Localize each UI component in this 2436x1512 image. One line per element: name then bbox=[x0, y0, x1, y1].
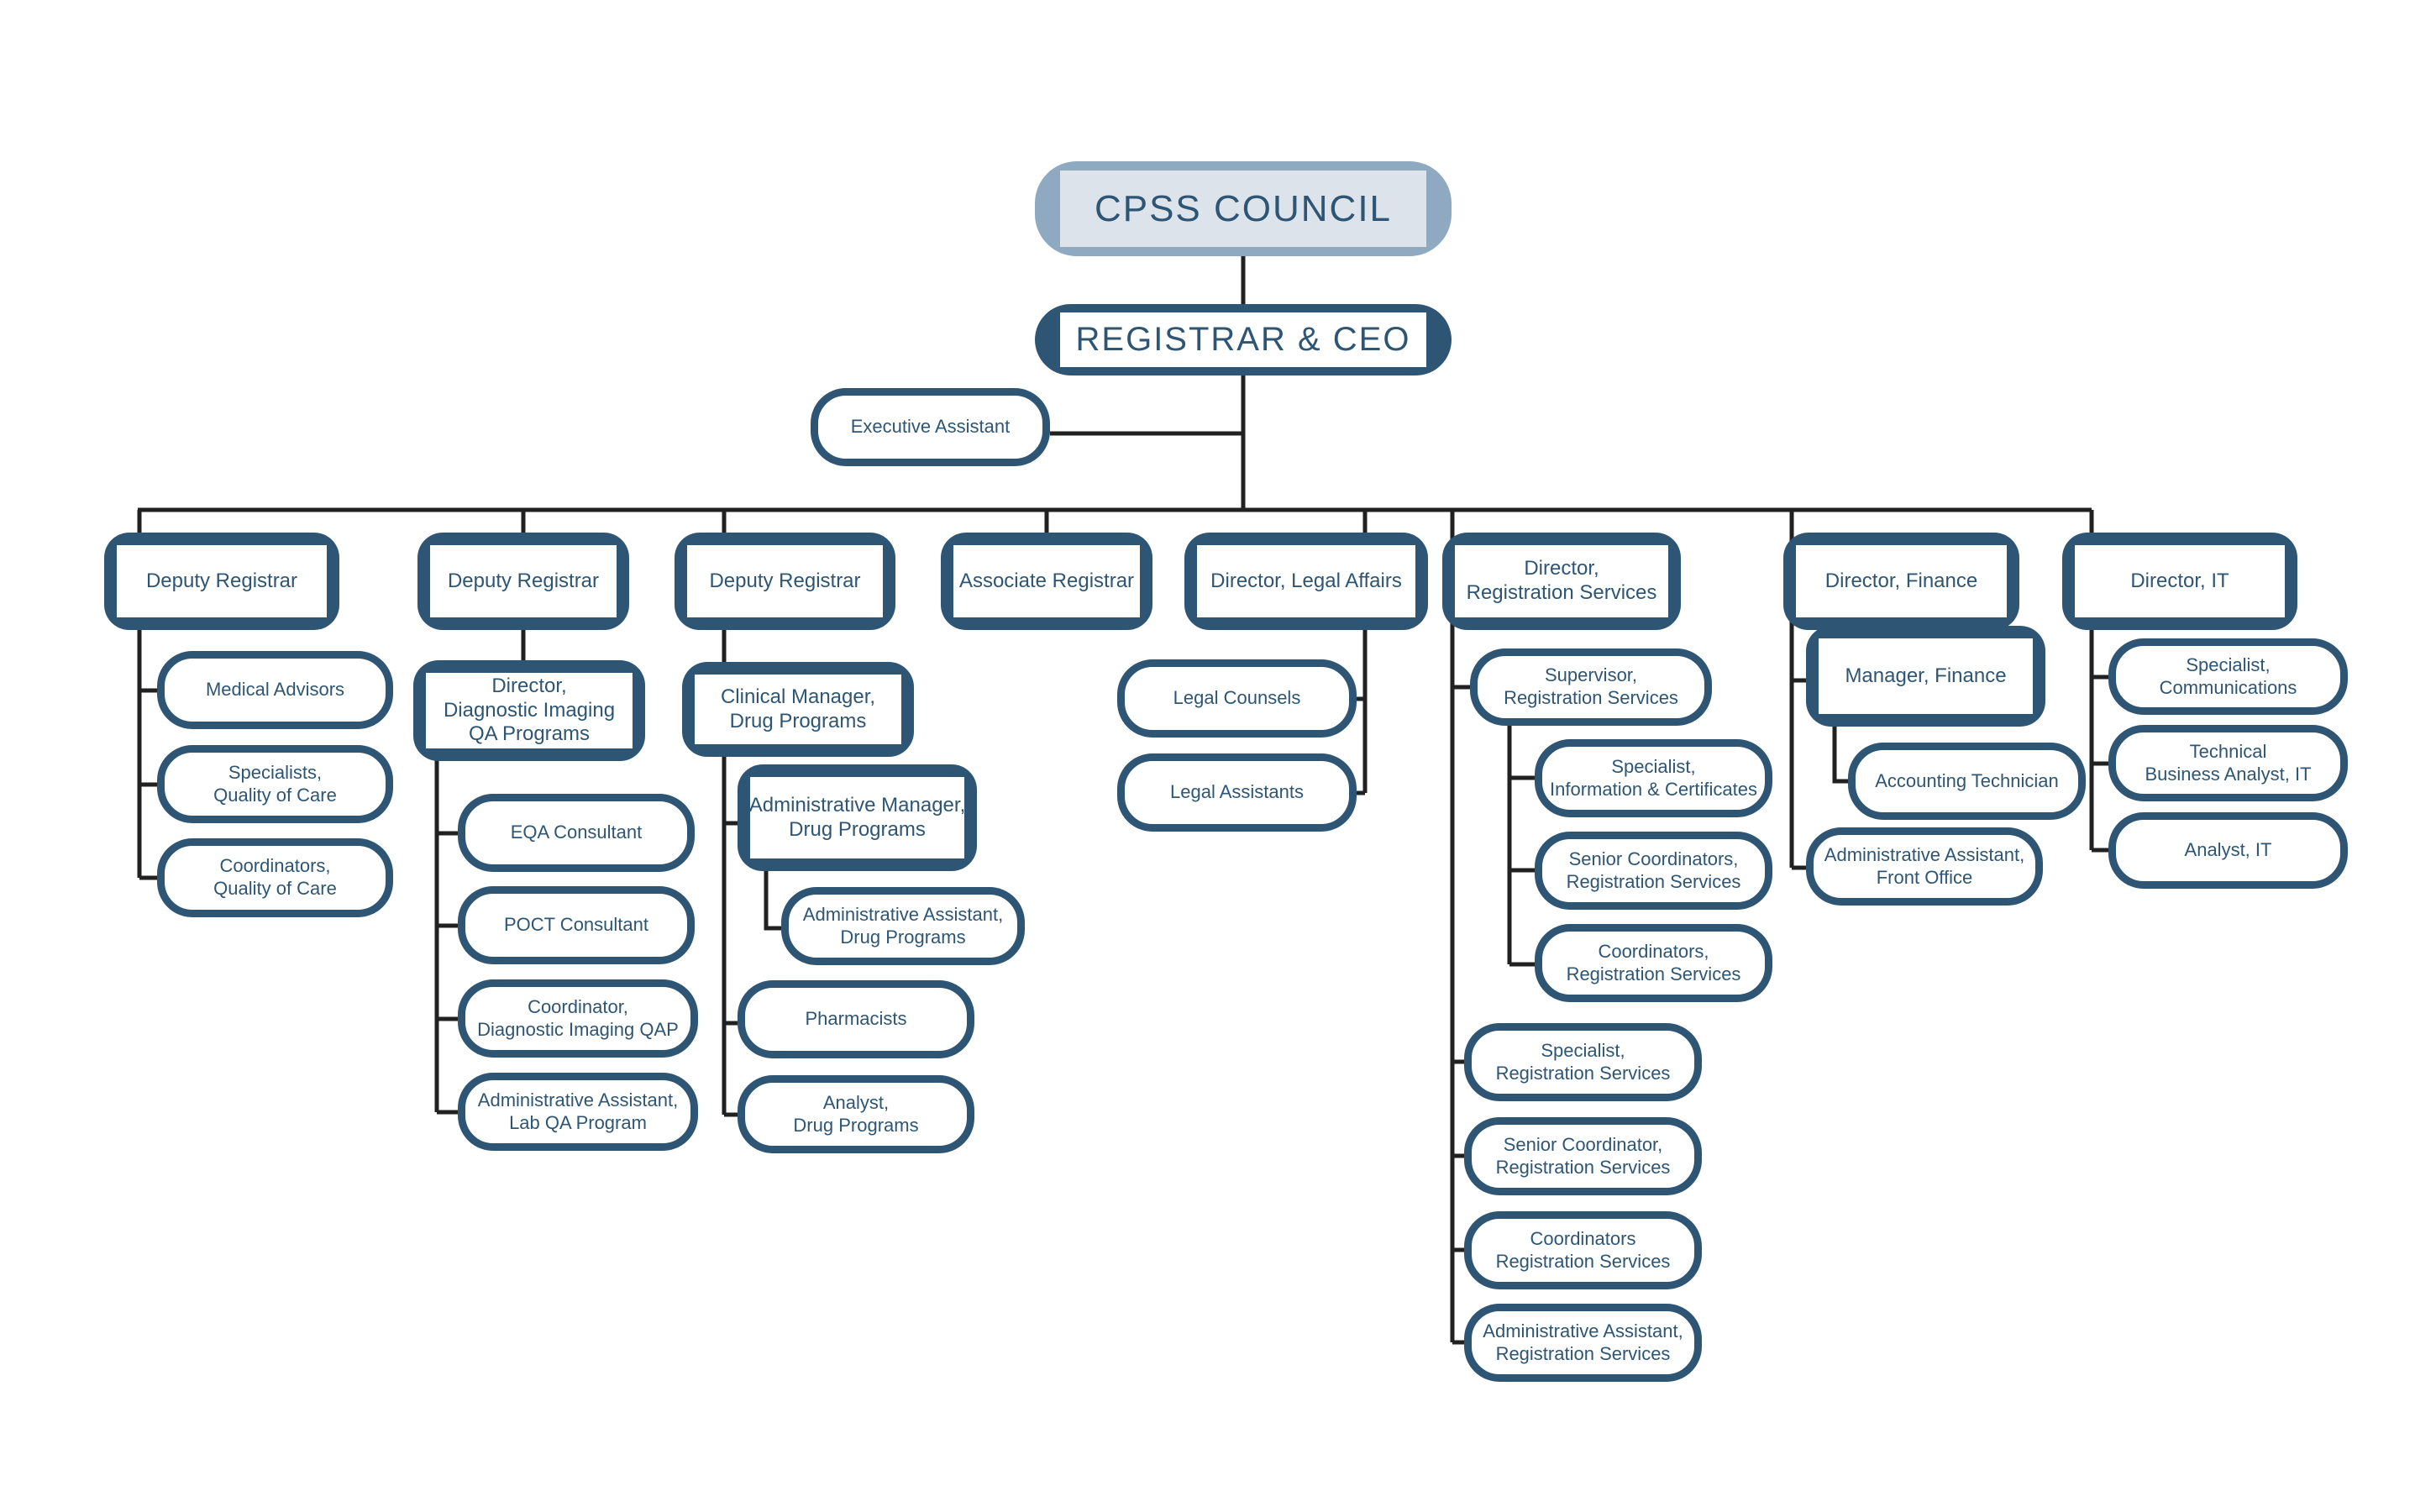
node-pharmacists: Pharmacists bbox=[738, 980, 974, 1058]
node-panel: Deputy Registrar bbox=[687, 545, 883, 617]
node-label: Analyst, IT bbox=[2184, 839, 2272, 861]
node-manager-finance: Manager, Finance bbox=[1806, 626, 2045, 727]
node-label: Analyst, Drug Programs bbox=[793, 1091, 919, 1136]
node-label: Legal Assistants bbox=[1170, 781, 1304, 803]
node-panel: Deputy Registrar bbox=[430, 545, 617, 617]
node-specialist-communications: Specialist, Communications bbox=[2108, 638, 2348, 715]
node-label: Specialist, Information & Certificates bbox=[1550, 755, 1757, 800]
node-label: Administrative Assistant, Registration S… bbox=[1483, 1320, 1683, 1364]
node-label: Director, Legal Affairs bbox=[1210, 569, 1402, 592]
node-coordinators-quality-of-care: Coordinators, Quality of Care bbox=[157, 838, 393, 917]
node-executive-assistant: Executive Assistant bbox=[811, 388, 1050, 466]
node-label: Director, Diagnostic Imaging QA Programs bbox=[443, 674, 616, 746]
node-specialist-registration-services: Specialist, Registration Services bbox=[1464, 1023, 1702, 1101]
node-administrative-manager-drug-programs: Administrative Manager, Drug Programs bbox=[738, 764, 977, 871]
node-panel: Clinical Manager, Drug Programs bbox=[695, 675, 901, 744]
node-admin-assistant-drug-programs: Administrative Assistant, Drug Programs bbox=[781, 887, 1025, 965]
node-label: Administrative Assistant, Front Office bbox=[1824, 843, 2025, 888]
node-label: Coordinators, Registration Services bbox=[1566, 940, 1741, 984]
node-supervisor-registration-services: Supervisor, Registration Services bbox=[1470, 648, 1712, 726]
node-panel: Deputy Registrar bbox=[117, 545, 327, 617]
connector-acct-tech bbox=[1832, 727, 1848, 784]
node-legal-assistants: Legal Assistants bbox=[1117, 753, 1357, 832]
node-panel: Associate Registrar bbox=[953, 545, 1140, 617]
node-analyst-drug-programs: Analyst, Drug Programs bbox=[738, 1075, 974, 1153]
node-label: Accounting Technician bbox=[1875, 769, 2059, 791]
node-label: Specialist, Registration Services bbox=[1495, 1039, 1671, 1084]
node-label: Associate Registrar bbox=[958, 569, 1135, 592]
node-label: CPSS COUNCIL bbox=[1094, 187, 1393, 229]
node-senior-coordinator-registration-services: Senior Coordinator, Registration Service… bbox=[1464, 1117, 1702, 1195]
node-admin-assistant-lab-qa: Administrative Assistant, Lab QA Program bbox=[458, 1073, 698, 1151]
node-deputy-registrar-2: Deputy Registrar bbox=[417, 533, 629, 630]
node-specialists-quality-of-care: Specialists, Quality of Care bbox=[157, 745, 393, 823]
node-specialist-information-certificates: Specialist, Information & Certificates bbox=[1535, 739, 1772, 817]
node-label: Specialist, Communications bbox=[2159, 654, 2297, 698]
node-cpss-council-panel: CPSS COUNCIL bbox=[1060, 171, 1426, 247]
node-deputy-registrar-3: Deputy Registrar bbox=[675, 533, 895, 630]
node-label: Specialists, Quality of Care bbox=[213, 761, 337, 806]
node-label: Director, Registration Services bbox=[1466, 557, 1657, 604]
node-associate-registrar: Associate Registrar bbox=[941, 533, 1152, 630]
node-label: Senior Coordinator, Registration Service… bbox=[1495, 1133, 1671, 1178]
node-label: Executive Assistant bbox=[850, 416, 1011, 438]
node-eqa-consultant: EQA Consultant bbox=[458, 794, 695, 872]
node-cpss-council: CPSS COUNCIL bbox=[1035, 161, 1452, 256]
node-senior-coordinators-registration-services: Senior Coordinators, Registration Servic… bbox=[1535, 832, 1772, 910]
node-panel: Administrative Manager, Drug Programs bbox=[748, 777, 966, 858]
node-panel: Director, Legal Affairs bbox=[1197, 545, 1415, 617]
node-coordinators-registration-services-1: Coordinators, Registration Services bbox=[1535, 924, 1772, 1002]
node-label: Legal Counsels bbox=[1173, 687, 1301, 709]
node-accounting-technician: Accounting Technician bbox=[1848, 743, 2086, 820]
connector-aa-drug bbox=[764, 871, 781, 931]
node-analyst-it: Analyst, IT bbox=[2108, 812, 2348, 889]
node-label: Pharmacists bbox=[805, 1008, 907, 1030]
node-label: Deputy Registrar bbox=[709, 569, 861, 592]
node-coordinator-diagnostic-imaging-qap: Coordinator, Diagnostic Imaging QAP bbox=[458, 979, 698, 1058]
node-legal-counsels: Legal Counsels bbox=[1117, 659, 1357, 738]
node-medical-advisors: Medical Advisors bbox=[157, 651, 393, 729]
node-label: Administrative Manager, Drug Programs bbox=[748, 793, 966, 841]
node-label: Deputy Registrar bbox=[145, 569, 298, 592]
node-deputy-registrar-1: Deputy Registrar bbox=[104, 533, 339, 630]
node-director-legal-affairs: Director, Legal Affairs bbox=[1184, 533, 1428, 630]
node-label: Technical Business Analyst, IT bbox=[2145, 740, 2312, 785]
node-label: Manager, Finance bbox=[1845, 664, 2007, 687]
node-label: Deputy Registrar bbox=[447, 569, 600, 592]
node-label: Administrative Assistant, Lab QA Program bbox=[477, 1089, 679, 1133]
node-label: Clinical Manager, Drug Programs bbox=[720, 685, 876, 732]
node-clinical-manager-drug-programs: Clinical Manager, Drug Programs bbox=[682, 662, 914, 757]
node-panel: Director, IT bbox=[2075, 545, 2285, 617]
node-label: EQA Consultant bbox=[510, 822, 643, 843]
node-label: Director, Finance bbox=[1824, 569, 1978, 592]
node-coordinators-registration-services-2: Coordinators Registration Services bbox=[1464, 1211, 1702, 1289]
node-director-finance: Director, Finance bbox=[1783, 533, 2019, 630]
node-label: Coordinator, Diagnostic Imaging QAP bbox=[477, 995, 679, 1040]
node-label: Administrative Assistant, Drug Programs bbox=[802, 903, 1004, 948]
node-panel: Director, Registration Services bbox=[1455, 545, 1668, 617]
node-registrar-ceo: REGISTRAR & CEO bbox=[1035, 304, 1452, 375]
node-technical-business-analyst-it: Technical Business Analyst, IT bbox=[2108, 725, 2348, 801]
node-poct-consultant: POCT Consultant bbox=[458, 886, 695, 964]
node-label: Coordinators, Quality of Care bbox=[213, 855, 337, 899]
node-label: Director, IT bbox=[2130, 569, 2229, 592]
node-registrar-ceo-panel: REGISTRAR & CEO bbox=[1060, 312, 1426, 367]
node-panel: Manager, Finance bbox=[1819, 638, 2033, 714]
node-admin-assistant-front-office: Administrative Assistant, Front Office bbox=[1806, 827, 2043, 906]
node-panel: Director, Finance bbox=[1796, 545, 2007, 617]
node-director-diagnostic-imaging-qa: Director, Diagnostic Imaging QA Programs bbox=[413, 660, 645, 761]
node-director-registration-services: Director, Registration Services bbox=[1442, 533, 1681, 630]
node-director-it: Director, IT bbox=[2062, 533, 2297, 630]
node-label: Supervisor, Registration Services bbox=[1504, 664, 1678, 708]
node-panel: Director, Diagnostic Imaging QA Programs bbox=[426, 673, 633, 748]
node-label: Medical Advisors bbox=[205, 679, 345, 701]
node-admin-assistant-registration-services: Administrative Assistant, Registration S… bbox=[1464, 1304, 1702, 1382]
node-label: Senior Coordinators, Registration Servic… bbox=[1566, 848, 1741, 892]
node-label: Coordinators Registration Services bbox=[1495, 1227, 1671, 1272]
node-label: POCT Consultant bbox=[503, 914, 648, 936]
node-label: REGISTRAR & CEO bbox=[1075, 321, 1411, 359]
